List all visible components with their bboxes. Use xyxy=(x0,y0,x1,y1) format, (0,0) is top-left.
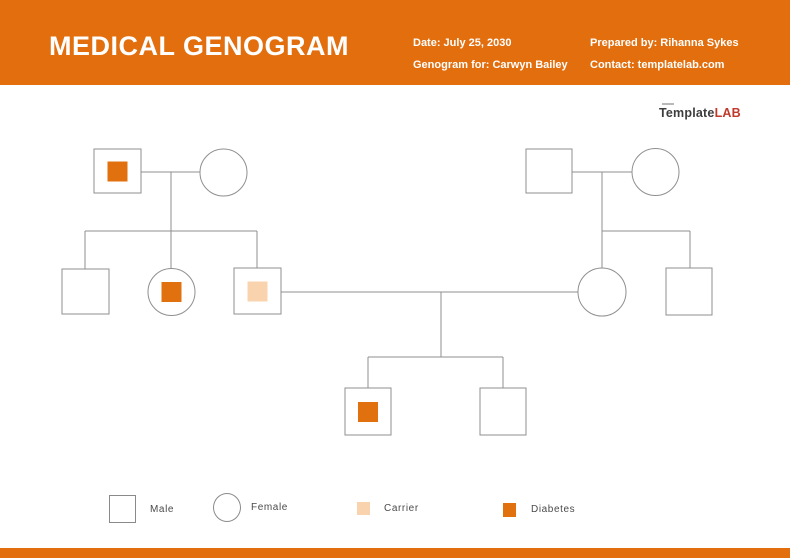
footer-bar xyxy=(0,548,790,558)
relationship-lines xyxy=(84,171,691,388)
person-right-grandmother xyxy=(631,148,680,196)
logo-suffix: LAB xyxy=(714,106,741,120)
condition-diabetes-left-grandfather xyxy=(107,161,128,182)
genogram-for-text: Genogram for: Carwyn Bailey xyxy=(413,59,568,71)
person-right-daughter xyxy=(577,267,627,317)
header-info-left: Date: July 25, 2030 Genogram for: Carwyn… xyxy=(413,32,568,76)
union-children xyxy=(344,387,527,436)
prepared-by-text: Prepared by: Rihanna Sykes xyxy=(590,37,739,49)
contact-text: Contact: templatelab.com xyxy=(590,59,725,71)
date-text: Date: July 25, 2030 xyxy=(413,37,512,49)
legend-male-label: Male xyxy=(150,504,175,515)
header-band: MEDICAL GENOGRAM Date: July 25, 2030 Gen… xyxy=(0,0,790,85)
person-right-son xyxy=(665,267,713,316)
person-right-grandfather xyxy=(525,148,573,194)
templatelab-logo: TemplateLAB xyxy=(659,103,741,120)
header-info-right: Prepared by: Rihanna Sykes Contact: temp… xyxy=(590,32,739,76)
legend-female-icon xyxy=(213,493,241,522)
person-left-son xyxy=(61,268,110,315)
legend-female-label: Female xyxy=(251,502,288,513)
legend-diabetes-icon xyxy=(503,503,516,517)
person-left-grandmother xyxy=(199,148,248,197)
legend-diabetes-label: Diabetes xyxy=(531,504,576,515)
logo-prefix: Template xyxy=(659,106,715,120)
legend-carrier-label: Carrier xyxy=(384,503,419,514)
condition-diabetes-union-son1 xyxy=(358,402,378,422)
legend-male-icon xyxy=(109,495,136,523)
person-union-son2 xyxy=(479,387,527,436)
legend-carrier-icon xyxy=(357,502,370,515)
page-title: MEDICAL GENOGRAM xyxy=(49,31,350,61)
condition-diabetes-left-daughter xyxy=(161,282,182,302)
left-family xyxy=(61,148,282,316)
right-family xyxy=(525,148,713,317)
logo-trademark-mark xyxy=(662,103,674,105)
condition-carrier-left-son xyxy=(247,281,268,302)
